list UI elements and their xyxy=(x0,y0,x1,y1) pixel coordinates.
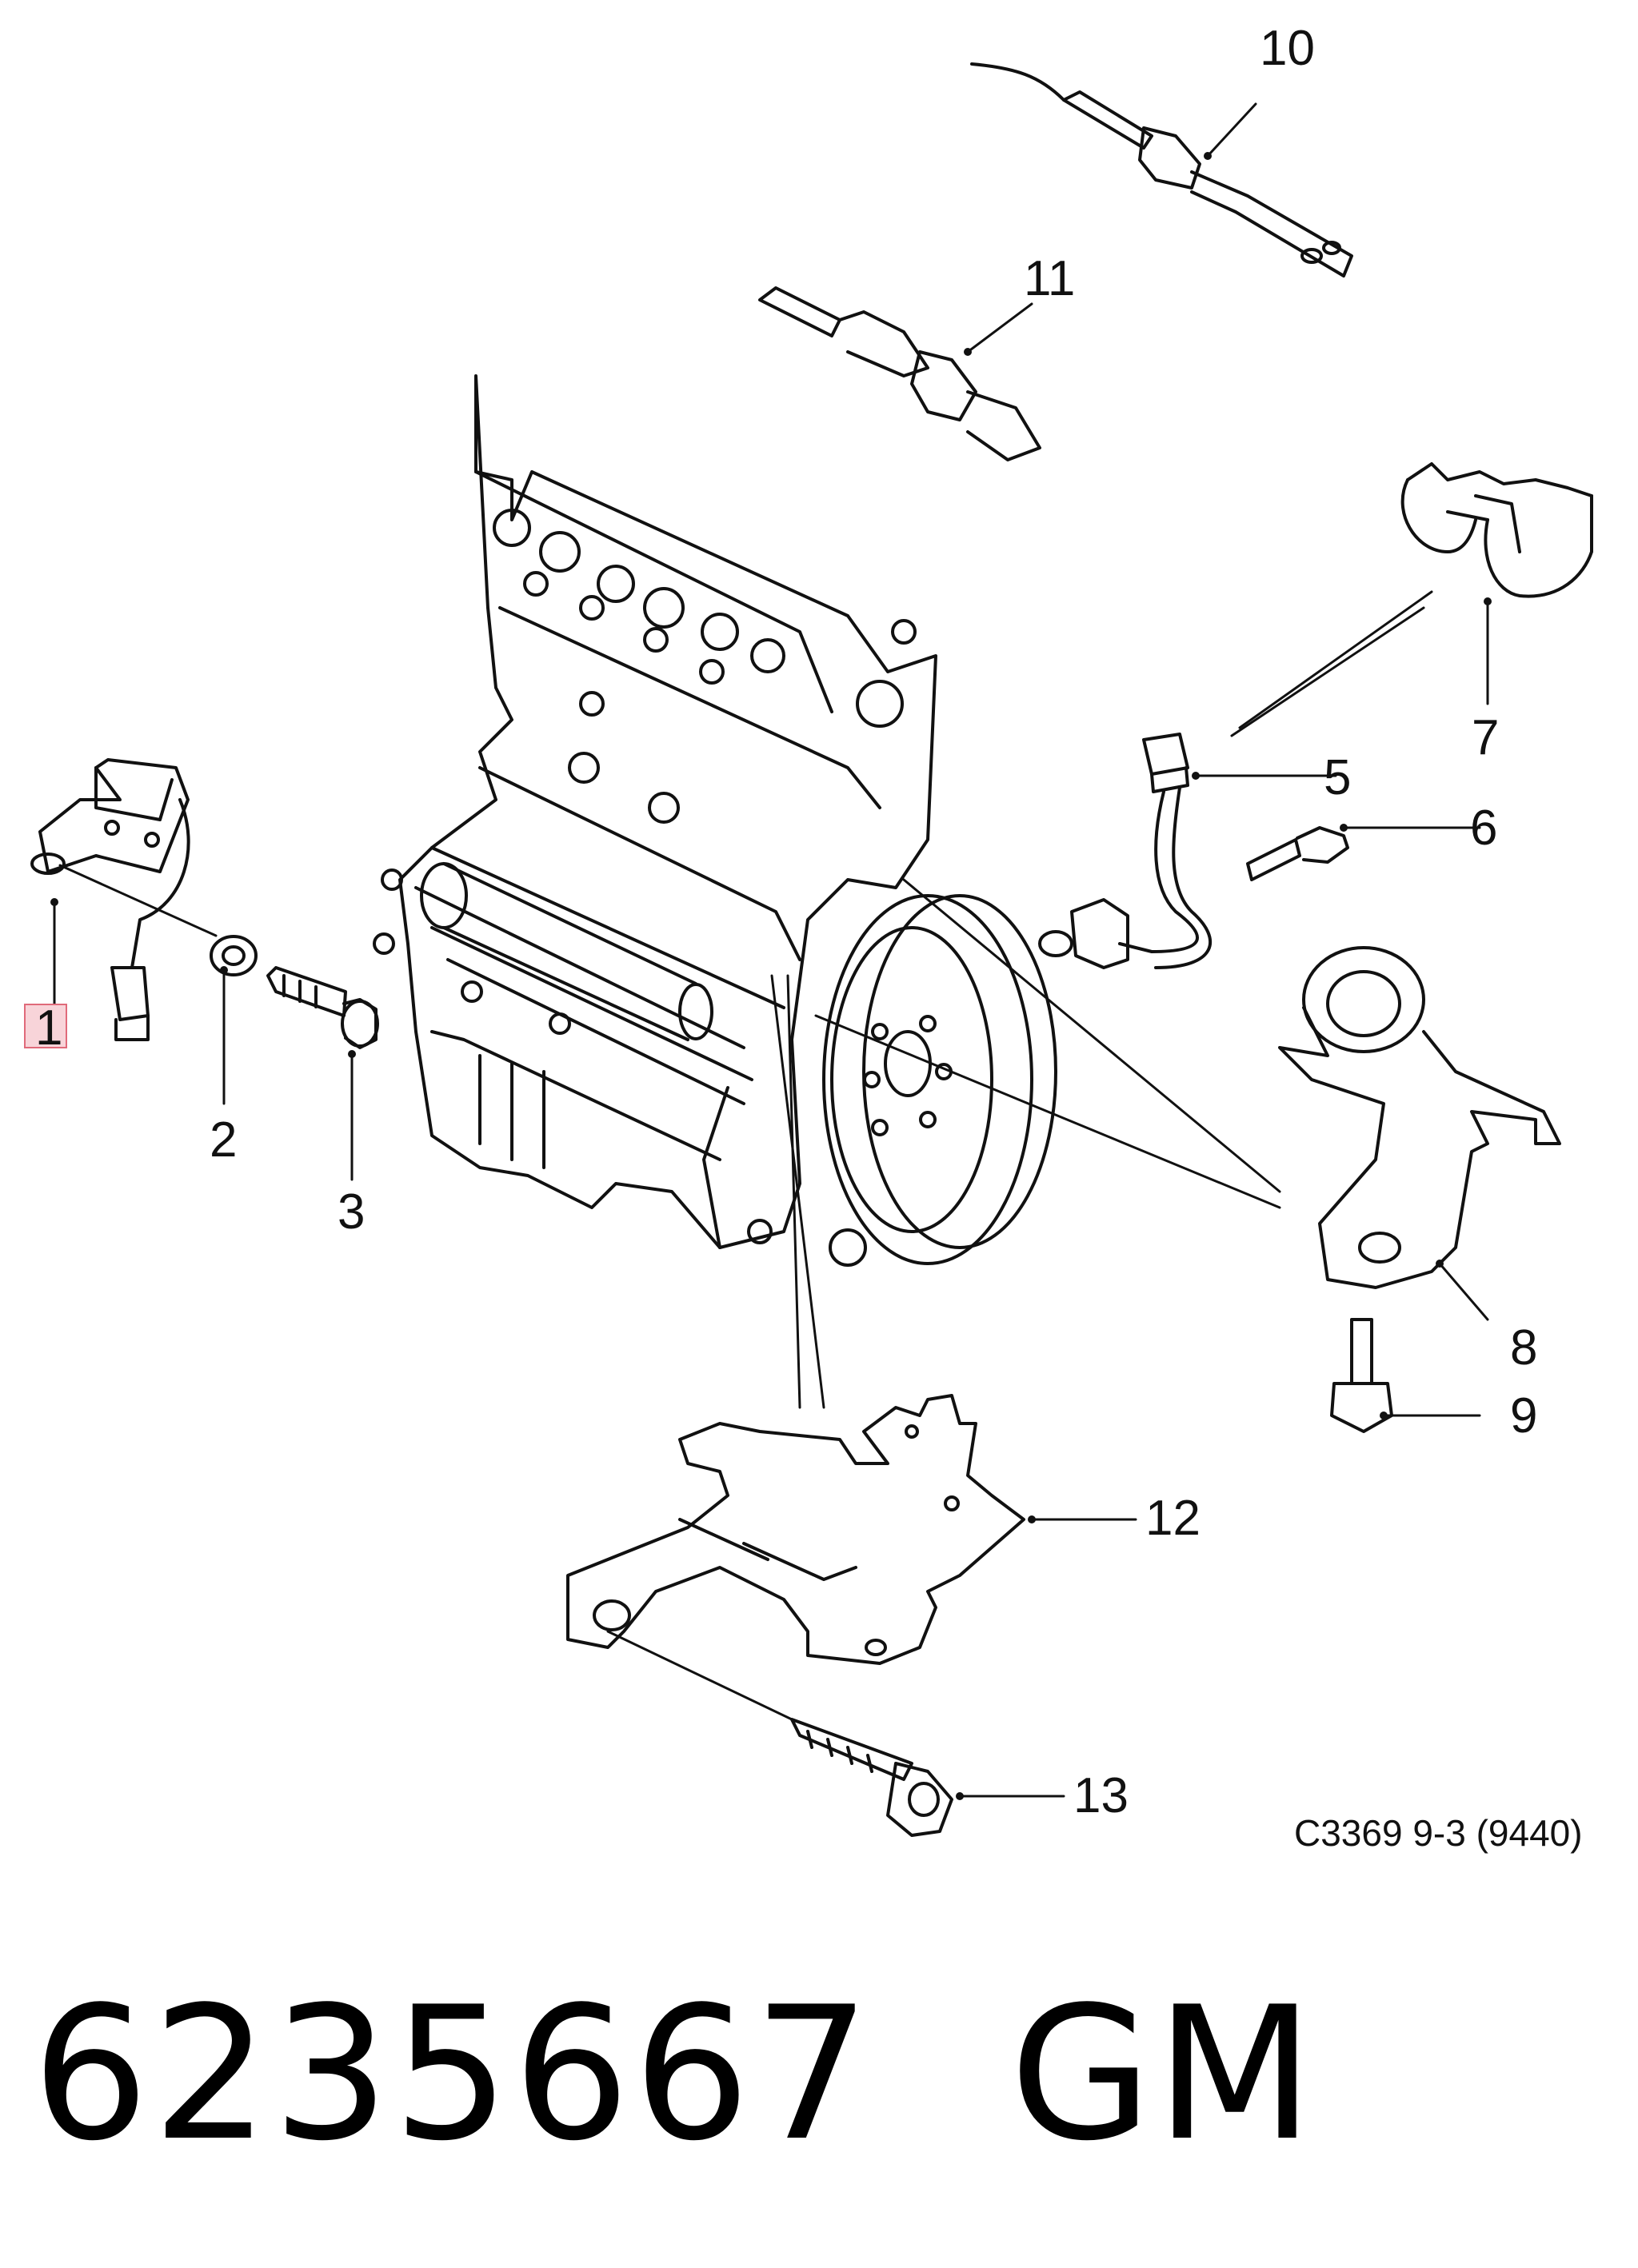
leader-lines xyxy=(53,102,1489,1798)
engine-block xyxy=(373,374,937,1267)
part-10-temperature-sensor xyxy=(970,62,1353,278)
part-7-clip xyxy=(1400,462,1593,598)
callout-9[interactable]: 9 xyxy=(1510,1388,1538,1443)
part-5-wiring-harness xyxy=(1038,733,1213,969)
part-6-bolt xyxy=(1246,826,1349,881)
flywheel xyxy=(822,894,1057,1265)
part-1-sensor xyxy=(30,758,190,1041)
callout-7[interactable]: 7 xyxy=(1472,710,1500,765)
callout-8[interactable]: 8 xyxy=(1510,1320,1538,1376)
callout-12[interactable]: 12 xyxy=(1145,1491,1201,1546)
part-12-mounting-bracket xyxy=(566,1394,1025,1665)
callout-1[interactable]: 1 xyxy=(35,1000,63,1056)
callout-13[interactable]: 13 xyxy=(1073,1768,1129,1823)
brand-name: GM xyxy=(1009,1968,1318,2182)
exploded-parts-diagram xyxy=(30,62,1593,1837)
callout-6[interactable]: 6 xyxy=(1470,801,1498,856)
part-3-bolt xyxy=(266,966,379,1049)
part-11-oxygen-sensor xyxy=(758,286,1041,461)
callout-5[interactable]: 5 xyxy=(1324,750,1352,805)
selected-part-highlight[interactable] xyxy=(24,1004,67,1048)
callout-3[interactable]: 3 xyxy=(338,1184,366,1240)
callout-11[interactable]: 11 xyxy=(1024,251,1076,306)
leader-dots xyxy=(50,152,1492,1800)
part-2-washer xyxy=(210,935,258,976)
part-9-bolt xyxy=(1330,1318,1393,1433)
part-8-bracket xyxy=(1278,946,1561,1289)
callout-2[interactable]: 2 xyxy=(210,1112,238,1168)
part-13-flange-bolt xyxy=(790,1718,953,1837)
callout-10[interactable]: 10 xyxy=(1260,21,1315,76)
part-number: 6235667 xyxy=(32,1968,874,2182)
drawing-code: C3369 9-3 (9440) xyxy=(1294,1812,1583,1854)
